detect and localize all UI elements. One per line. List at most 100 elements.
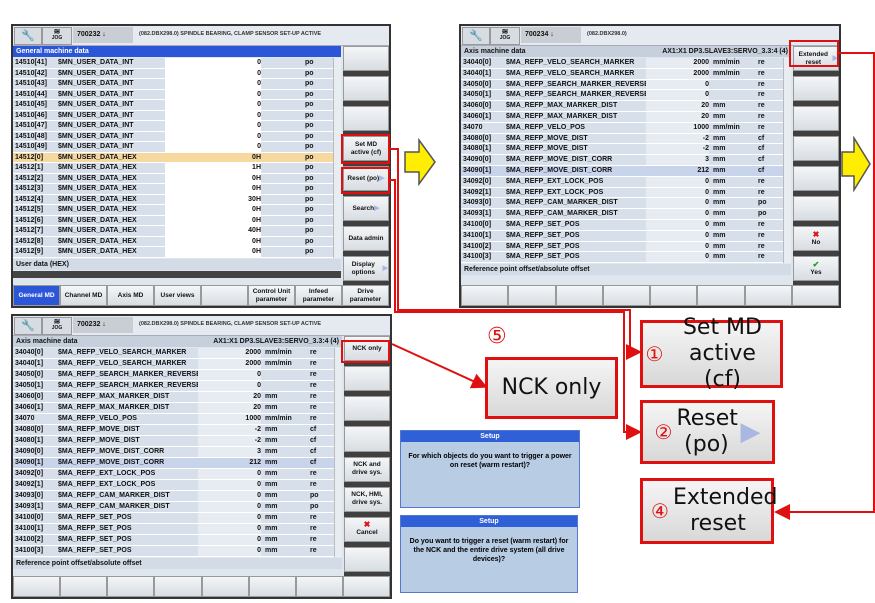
jog-mode-icon[interactable]: ≋JOG [490, 27, 520, 45]
softkey-empty-3[interactable] [793, 136, 839, 161]
vertical-scrollbar[interactable] [334, 348, 342, 557]
tab-empty-5[interactable] [248, 576, 296, 597]
softkey-empty-0[interactable] [343, 46, 389, 71]
tab-empty-4[interactable] [201, 285, 248, 306]
tab-infeed-parameter[interactable]: Infeed parameter [295, 285, 342, 306]
softkey-search[interactable]: Search▶ [343, 196, 389, 221]
alarm-number[interactable]: 700232 ↓ [73, 317, 133, 333]
tab-empty-2[interactable] [555, 285, 603, 306]
tab-empty-6[interactable] [295, 576, 343, 597]
alarm-number[interactable]: 700232 ↓ [73, 27, 133, 43]
tab-empty-2[interactable] [107, 576, 155, 597]
horizontal-scrollbar[interactable] [13, 270, 341, 278]
tab-empty-6[interactable] [744, 285, 792, 306]
softkey-display-options[interactable]: Display options▶ [343, 256, 389, 281]
tab-empty-1[interactable] [60, 576, 108, 597]
softkey-empty-1[interactable] [793, 76, 839, 101]
softkey-data-admin[interactable]: Data admin [343, 226, 389, 251]
alarm-number[interactable]: 700234 ↓ [521, 27, 581, 43]
tab-empty-7[interactable] [342, 576, 390, 597]
softkey-empty-5[interactable] [793, 196, 839, 221]
softkey-empty-7[interactable] [344, 546, 390, 572]
tab-empty-3[interactable] [154, 576, 202, 597]
wrench-icon[interactable]: 🔧 [14, 317, 42, 335]
softkey-cancel[interactable]: ✖Cancel [344, 516, 390, 542]
jog-mode-icon[interactable]: ≋JOG [42, 317, 72, 335]
softkey-no[interactable]: ✖No [793, 226, 839, 251]
wrench-icon[interactable]: 🔧 [462, 27, 490, 45]
softkey-nck-and-drive-sys-[interactable]: NCK and drive sys. [344, 456, 390, 482]
softkey-empty-2[interactable] [793, 106, 839, 131]
jog-mode-icon[interactable]: ≋JOG [42, 27, 72, 45]
tab-control-unit-parameter[interactable]: Control Unit parameter [248, 285, 295, 306]
tab-empty-1[interactable] [508, 285, 556, 306]
tab-axis-md[interactable]: Axis MD [107, 285, 154, 306]
vertical-scrollbar[interactable] [783, 58, 791, 264]
tab-channel-md[interactable]: Channel MD [60, 285, 107, 306]
tab-user-views[interactable]: User views [154, 285, 201, 306]
softkey-empty-1[interactable] [343, 76, 389, 101]
softkey-empty-2[interactable] [343, 106, 389, 131]
softkey-yes[interactable]: ✔Yes [793, 256, 839, 281]
wrench-icon[interactable]: 🔧 [14, 27, 42, 45]
tab-empty-0[interactable] [461, 285, 509, 306]
tab-empty-3[interactable] [602, 285, 650, 306]
tab-empty-4[interactable] [201, 576, 249, 597]
vertical-scrollbar[interactable] [333, 58, 341, 258]
softkey-empty-2[interactable] [344, 396, 390, 422]
softkey-nck-hmi-drive-sys-[interactable]: NCK, HMI, drive sys. [344, 486, 390, 512]
tab-empty-5[interactable] [697, 285, 745, 306]
softkey-empty-4[interactable] [793, 166, 839, 191]
tab-empty-7[interactable] [791, 285, 839, 306]
softkey-reset-po-[interactable]: Reset (po)▶ [343, 166, 389, 191]
tab-empty-4[interactable] [650, 285, 698, 306]
